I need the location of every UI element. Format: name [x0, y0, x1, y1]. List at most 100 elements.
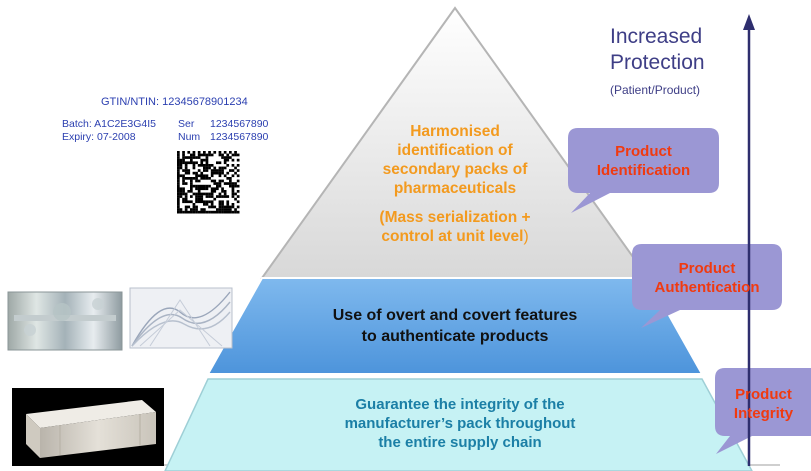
datamatrix-module: [182, 153, 185, 157]
datamatrix-module: [213, 187, 217, 191]
datamatrix-module: [192, 151, 196, 154]
callout-integrity-text: Product Integrity: [716, 385, 811, 423]
datamatrix-module: [216, 182, 219, 185]
datamatrix-module: [195, 205, 198, 209]
callout-integrity-bubble: [715, 368, 811, 454]
datamatrix-module: [229, 156, 232, 159]
callout-line: Identification: [596, 162, 691, 179]
datamatrix-module: [203, 164, 206, 167]
datamatrix-module: [190, 184, 193, 188]
datamatrix-module: [195, 192, 198, 196]
datamatrix-module: [177, 171, 180, 175]
datamatrix-module: [218, 151, 222, 154]
datamatrix-module: [184, 177, 188, 180]
datamatrix-module: [218, 184, 222, 188]
datamatrix-module: [203, 174, 206, 178]
datamatrix-module: [197, 200, 201, 204]
datamatrix-module: [177, 158, 180, 162]
datamatrix-module: [190, 158, 193, 162]
num-value: 1234567890: [210, 131, 269, 143]
datamatrix-module: [221, 166, 224, 170]
datamatrix-module: [179, 210, 183, 214]
datamatrix-module: [200, 177, 204, 180]
datamatrix-module: [213, 190, 217, 193]
datamatrix-module: [179, 174, 183, 178]
datamatrix-module: [236, 158, 240, 162]
datamatrix-module: [205, 192, 209, 196]
datamatrix-module: [192, 166, 196, 170]
datamatrix-module: [184, 166, 188, 170]
datamatrix-module: [229, 177, 232, 180]
datamatrix-module: [236, 200, 240, 204]
datamatrix-module: [231, 187, 235, 191]
datamatrix-module: [177, 192, 180, 196]
datamatrix-module: [182, 187, 185, 191]
datamatrix-module: [210, 171, 214, 175]
datamatrix-module: [221, 171, 224, 175]
datamatrix-module: [187, 169, 191, 172]
datamatrix-module: [187, 200, 191, 204]
datamatrix-module: [187, 205, 191, 209]
datamatrix-module: [179, 158, 183, 162]
datamatrix-module: [208, 200, 211, 204]
datamatrix-module: [226, 164, 230, 167]
datamatrix-module: [216, 184, 219, 188]
datamatrix-module: [216, 208, 219, 211]
datamatrix-module: [226, 208, 230, 211]
middle-tier-text: Use of overt and covert features to auth…: [255, 305, 655, 347]
middle-tier-line: Use of overt and covert features: [332, 307, 578, 324]
datamatrix-module: [210, 187, 214, 191]
datamatrix-module: [231, 174, 235, 178]
datamatrix-module: [223, 158, 227, 162]
datamatrix-module: [187, 171, 191, 175]
datamatrix-module: [218, 208, 222, 211]
datamatrix-module: [190, 210, 193, 214]
datamatrix-module: [190, 156, 193, 159]
datamatrix-module: [221, 205, 224, 209]
datamatrix-module: [210, 169, 214, 172]
datamatrix-module: [184, 182, 188, 185]
datamatrix-module: [177, 177, 180, 180]
datamatrix-module: [197, 156, 201, 159]
datamatrix-module: [221, 153, 224, 157]
arrow-up-icon: [743, 14, 755, 30]
top-tier-subline: control at unit level): [345, 227, 565, 246]
datamatrix-module: [223, 182, 227, 185]
datamatrix-module: [192, 171, 196, 175]
datamatrix-module: [223, 161, 227, 165]
datamatrix-module: [218, 174, 222, 178]
datamatrix-module: [192, 205, 196, 209]
datamatrix-module: [221, 179, 224, 183]
datamatrix-module: [218, 205, 222, 209]
datamatrix-module: [179, 187, 183, 191]
datamatrix-module: [190, 190, 193, 193]
datamatrix-module: [223, 174, 227, 178]
datamatrix-module: [231, 192, 235, 196]
datamatrix-module: [205, 203, 209, 206]
datamatrix-module: [184, 208, 188, 211]
datamatrix-module: [177, 174, 180, 178]
datamatrix-module: [216, 171, 219, 175]
datamatrix-module: [200, 171, 204, 175]
datamatrix-module: [203, 153, 206, 157]
datamatrix-module: [234, 171, 237, 175]
datamatrix-module: [203, 151, 206, 154]
datamatrix-module: [182, 177, 185, 180]
datamatrix-module: [195, 184, 198, 188]
datamatrix-module: [177, 179, 180, 183]
datamatrix-module: [210, 192, 214, 196]
datamatrix-module: [177, 166, 180, 170]
datamatrix-module: [205, 187, 209, 191]
datamatrix-module: [231, 195, 235, 198]
batch-text: Batch: A1C2E3G4I5: [62, 118, 156, 130]
datamatrix-module: [203, 208, 206, 211]
datamatrix-module: [197, 210, 201, 214]
datamatrix-module: [226, 158, 230, 162]
top-tier-subline-text: control at unit level: [381, 228, 524, 245]
datamatrix-module: [190, 153, 193, 157]
datamatrix-module: [177, 161, 180, 165]
datamatrix-module: [231, 182, 235, 185]
datamatrix-module: [182, 174, 185, 178]
callout-line: Authentication: [654, 279, 760, 296]
datamatrix-module: [218, 161, 222, 165]
